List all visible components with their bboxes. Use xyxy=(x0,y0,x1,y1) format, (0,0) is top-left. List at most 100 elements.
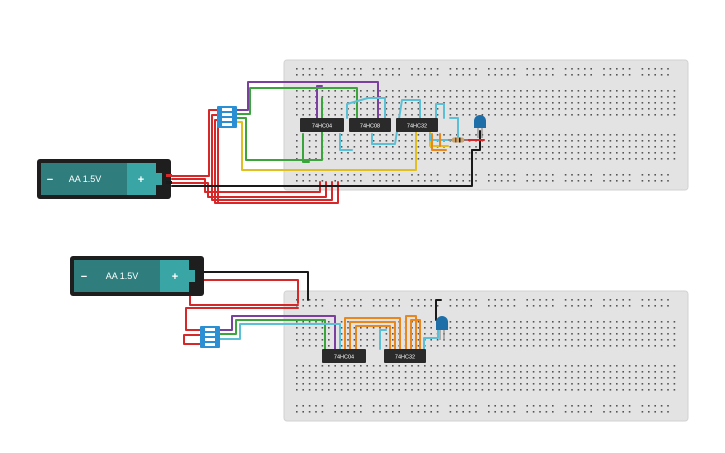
breadboard-hole[interactable] xyxy=(372,371,375,373)
breadboard-hole[interactable] xyxy=(321,327,324,329)
breadboard-hole[interactable] xyxy=(379,108,381,110)
breadboard-hole[interactable] xyxy=(424,321,426,323)
breadboard-hole[interactable] xyxy=(411,305,413,307)
breadboard-hole[interactable] xyxy=(532,327,535,329)
breadboard-hole[interactable] xyxy=(321,411,324,413)
breadboard-hole[interactable] xyxy=(654,327,656,329)
breadboard-hole[interactable] xyxy=(443,90,445,92)
breadboard-hole[interactable] xyxy=(564,339,567,341)
breadboard-hole[interactable] xyxy=(488,389,490,391)
breadboard-hole[interactable] xyxy=(372,68,375,70)
breadboard-hole[interactable] xyxy=(577,74,580,76)
breadboard-hole[interactable] xyxy=(500,383,503,385)
breadboard-hole[interactable] xyxy=(622,90,624,92)
breadboard-hole[interactable] xyxy=(545,174,548,176)
breadboard-hole[interactable] xyxy=(366,90,368,92)
breadboard-hole[interactable] xyxy=(347,140,349,142)
breadboard-hole[interactable] xyxy=(488,152,490,154)
breadboard-hole[interactable] xyxy=(385,74,388,76)
breadboard-hole[interactable] xyxy=(564,114,567,116)
breadboard-hole[interactable] xyxy=(673,140,676,142)
breadboard-hole[interactable] xyxy=(590,158,592,160)
breadboard-hole[interactable] xyxy=(302,383,304,385)
breadboard-hole[interactable] xyxy=(411,146,413,148)
breadboard-hole[interactable] xyxy=(564,389,567,391)
breadboard-hole[interactable] xyxy=(340,140,343,142)
breadboard-hole[interactable] xyxy=(385,140,388,142)
breadboard-hole[interactable] xyxy=(532,146,535,148)
breadboard-hole[interactable] xyxy=(603,327,605,329)
breadboard-hole[interactable] xyxy=(616,108,618,110)
breadboard-hole[interactable] xyxy=(360,114,362,116)
breadboard-hole[interactable] xyxy=(411,299,413,301)
breadboard-hole[interactable] xyxy=(552,305,554,307)
breadboard-hole[interactable] xyxy=(654,108,656,110)
breadboard-hole[interactable] xyxy=(296,140,298,142)
breadboard-hole[interactable] xyxy=(584,389,586,391)
breadboard-hole[interactable] xyxy=(462,114,464,116)
breadboard-hole[interactable] xyxy=(539,365,541,367)
breadboard-hole[interactable] xyxy=(417,405,420,407)
breadboard-hole[interactable] xyxy=(552,96,554,98)
breadboard-hole[interactable] xyxy=(641,96,644,98)
breadboard-hole[interactable] xyxy=(628,345,631,347)
breadboard-hole[interactable] xyxy=(353,180,356,182)
breadboard-hole[interactable] xyxy=(488,180,490,182)
breadboard-hole[interactable] xyxy=(475,134,477,136)
breadboard-hole[interactable] xyxy=(321,377,324,379)
breadboard-hole[interactable] xyxy=(385,114,388,116)
breadboard-hole[interactable] xyxy=(673,96,676,98)
breadboard-hole[interactable] xyxy=(584,74,586,76)
breadboard-hole[interactable] xyxy=(628,68,631,70)
breadboard-hole[interactable] xyxy=(590,114,592,116)
breadboard-hole[interactable] xyxy=(360,405,362,407)
chip-74hc32-1[interactable]: 74HC32 xyxy=(396,118,438,132)
breadboard-hole[interactable] xyxy=(532,114,535,116)
breadboard-hole[interactable] xyxy=(654,333,656,335)
breadboard-hole[interactable] xyxy=(596,333,599,335)
breadboard-hole[interactable] xyxy=(500,299,503,301)
breadboard-hole[interactable] xyxy=(392,180,394,182)
breadboard-hole[interactable] xyxy=(302,371,304,373)
breadboard-hole[interactable] xyxy=(475,305,477,307)
breadboard-hole[interactable] xyxy=(417,90,420,92)
breadboard-hole[interactable] xyxy=(558,158,560,160)
breadboard-hole[interactable] xyxy=(417,327,420,329)
breadboard-hole[interactable] xyxy=(654,180,656,182)
breadboard-hole[interactable] xyxy=(660,345,663,347)
breadboard-hole[interactable] xyxy=(481,365,484,367)
breadboard-hole[interactable] xyxy=(488,345,490,347)
breadboard-hole[interactable] xyxy=(545,90,548,92)
breadboard-hole[interactable] xyxy=(539,96,541,98)
breadboard-hole[interactable] xyxy=(398,365,400,367)
breadboard-hole[interactable] xyxy=(628,180,631,182)
breadboard-hole[interactable] xyxy=(622,405,624,407)
breadboard-hole[interactable] xyxy=(404,146,407,148)
breadboard-hole[interactable] xyxy=(308,371,311,373)
breadboard-hole[interactable] xyxy=(424,68,426,70)
breadboard-hole[interactable] xyxy=(417,68,420,70)
breadboard-hole[interactable] xyxy=(571,134,573,136)
breadboard-hole[interactable] xyxy=(590,365,592,367)
breadboard-hole[interactable] xyxy=(577,365,580,367)
breadboard-hole[interactable] xyxy=(539,305,541,307)
breadboard-hole[interactable] xyxy=(398,134,400,136)
breadboard-hole[interactable] xyxy=(308,327,311,329)
breadboard-hole[interactable] xyxy=(392,333,394,335)
breadboard-hole[interactable] xyxy=(372,345,375,347)
breadboard-hole[interactable] xyxy=(596,114,599,116)
breadboard-hole[interactable] xyxy=(577,68,580,70)
breadboard-hole[interactable] xyxy=(577,327,580,329)
breadboard-hole[interactable] xyxy=(379,152,381,154)
breadboard-hole[interactable] xyxy=(622,365,624,367)
breadboard-hole[interactable] xyxy=(468,377,471,379)
breadboard-hole[interactable] xyxy=(392,134,394,136)
breadboard-hole[interactable] xyxy=(379,68,381,70)
breadboard-hole[interactable] xyxy=(622,389,624,391)
breadboard-hole[interactable] xyxy=(436,102,439,104)
breadboard-hole[interactable] xyxy=(296,339,298,341)
breadboard-hole[interactable] xyxy=(648,146,650,148)
breadboard-hole[interactable] xyxy=(507,158,509,160)
breadboard-hole[interactable] xyxy=(545,345,548,347)
breadboard-hole[interactable] xyxy=(411,96,413,98)
